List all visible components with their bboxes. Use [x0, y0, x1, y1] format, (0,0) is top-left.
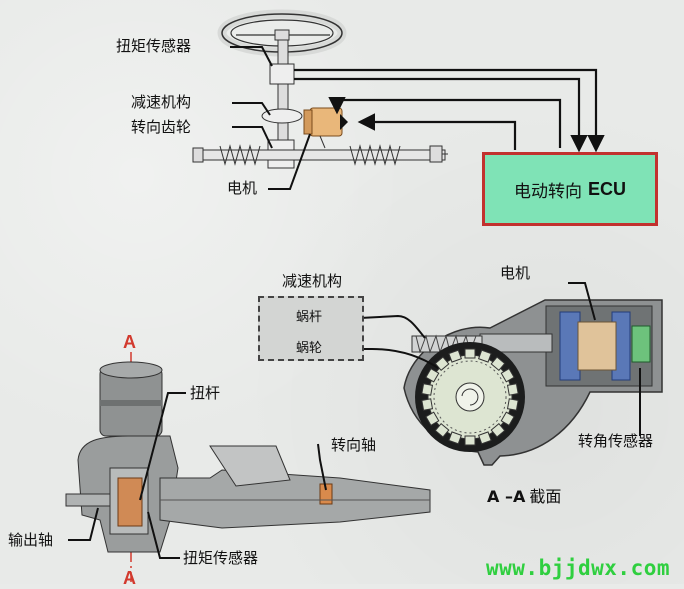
gear-tooth [448, 349, 463, 363]
gear-tooth [490, 422, 506, 438]
label-reduction-mechanism-bottom: 减速机构 [282, 272, 343, 290]
gear-tooth [500, 411, 515, 427]
gear-housing [403, 299, 663, 466]
bottom-right-leaders [328, 282, 641, 436]
section-word: 截面 [529, 487, 562, 506]
label-torque-sensor-top: 扭矩传感器 [116, 37, 192, 55]
axis-mark-top: A [123, 332, 136, 352]
steering-column [261, 39, 303, 169]
gear-tooth [448, 431, 463, 445]
label-reduction-mechanism-top: 减速机构 [131, 93, 192, 111]
gear-tooth [490, 356, 506, 372]
gear-tooth [464, 348, 476, 359]
label-torque-sensor-bottom: 扭矩传感器 [183, 549, 259, 567]
label-motor-top: 电机 [227, 179, 258, 197]
gear-tooth [434, 422, 450, 438]
label-torsion-bar: 扭杆 [190, 384, 221, 402]
motor-body [303, 107, 348, 149]
ecu-label-cn: 电动转向 [513, 181, 582, 202]
reduction-mechanism-box [258, 296, 364, 361]
ecu-box: 电动转向 ECU [482, 152, 658, 226]
label-worm: 蜗杆 [296, 310, 323, 325]
column-assembly [65, 352, 431, 584]
ecu-label-en: ECU [587, 178, 626, 199]
gear-tooth [506, 383, 519, 396]
signal-wires [294, 68, 605, 153]
axis-mark-bottom: A [123, 568, 136, 588]
gear-tooth [421, 398, 434, 411]
bottom-left-leaders [68, 392, 327, 559]
gear-tooth [425, 367, 440, 383]
label-output-shaft: 输出轴 [8, 531, 54, 549]
gear-tooth [506, 398, 519, 411]
gear-tooth [477, 431, 492, 445]
worm-gear-teeth [421, 348, 519, 446]
top-leader-lines [230, 46, 311, 190]
steering-rack [192, 144, 448, 166]
label-motor-bottom: 电机 [500, 264, 531, 282]
gear-tooth [434, 356, 450, 372]
section-letters: A –A [487, 487, 526, 506]
gear-tooth [421, 383, 434, 396]
gear-tooth [464, 435, 476, 446]
label-worm-gear: 蜗轮 [296, 341, 323, 356]
gear-tooth [500, 367, 515, 383]
label-steering-gear: 转向齿轮 [131, 118, 192, 136]
watermark: www.bjjdwx.com [486, 556, 671, 580]
label-steering-shaft: 转向轴 [331, 436, 377, 454]
gear-tooth [425, 411, 440, 427]
gear-tooth [477, 349, 492, 363]
label-angle-sensor: 转角传感器 [578, 432, 654, 450]
